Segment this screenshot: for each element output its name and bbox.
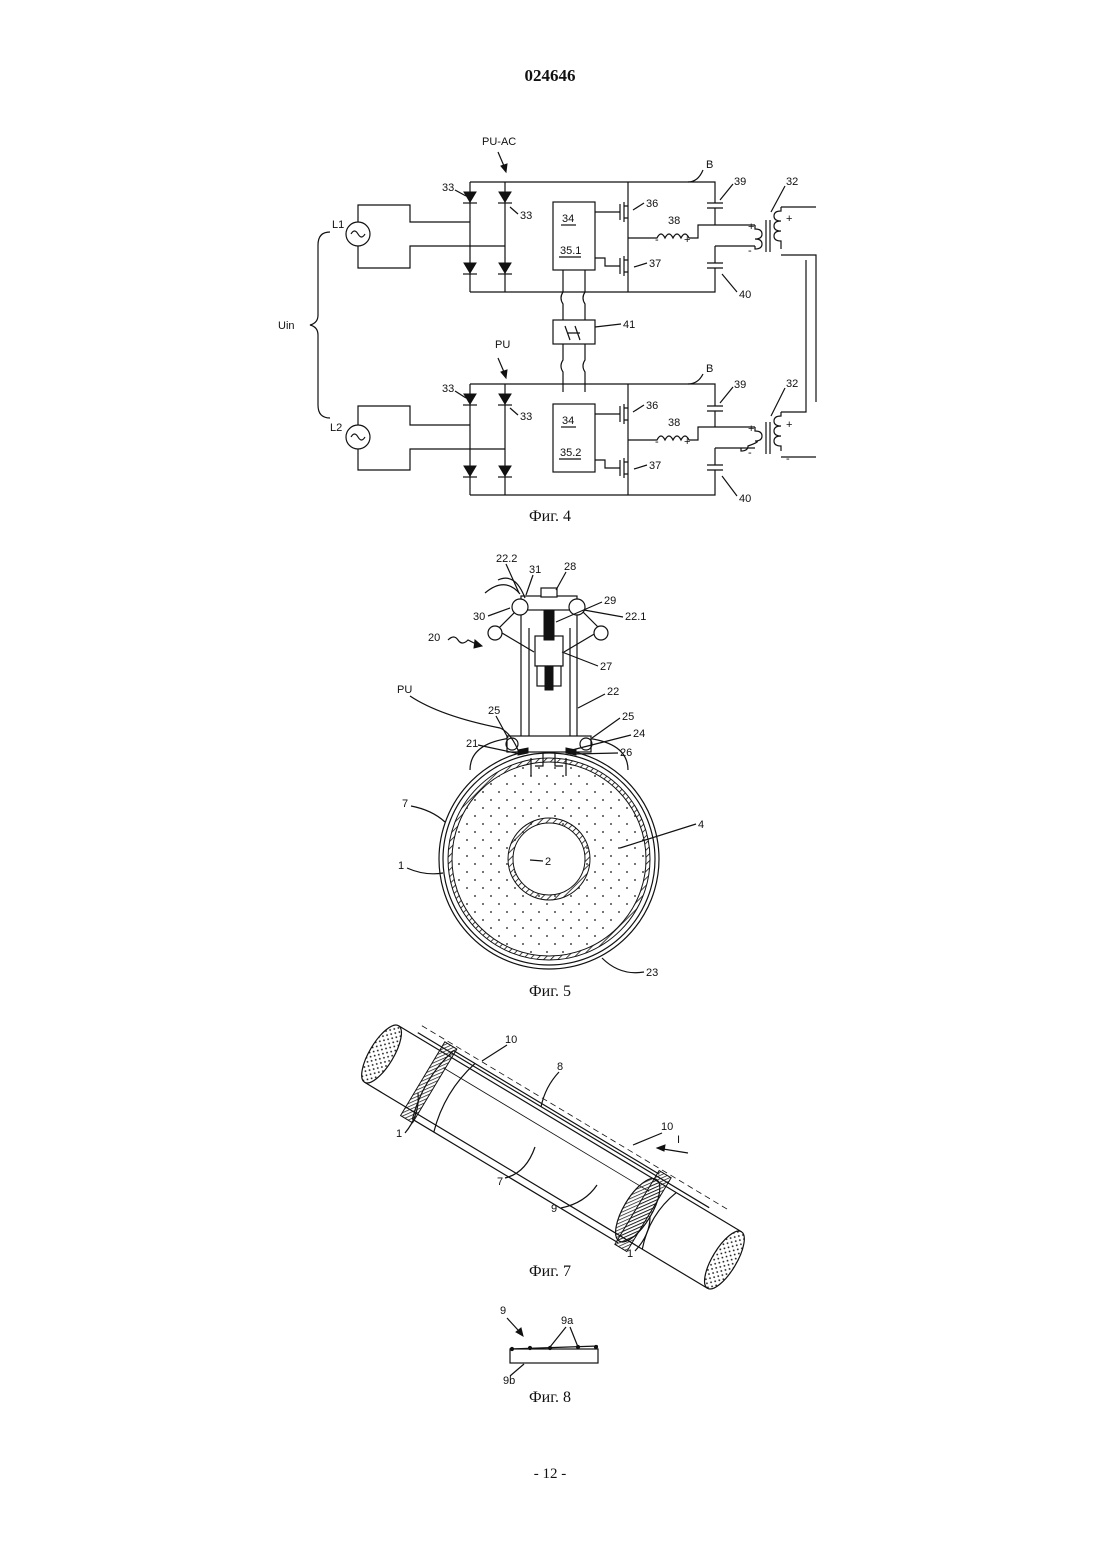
n20-label: 20: [428, 632, 440, 644]
tr-minus-2: -: [786, 249, 790, 261]
d33-label-c: 33: [442, 383, 454, 395]
n1-label-7a: 1: [396, 1128, 402, 1140]
n1-label-5: 1: [398, 860, 404, 872]
figure-4-caption: Фиг. 4: [0, 508, 1100, 526]
page-number: - 12 -: [0, 1466, 1100, 1483]
figure-8-caption: Фиг. 8: [0, 1389, 1100, 1407]
n2-label: 2: [545, 856, 551, 868]
d33-label-a: 33: [442, 182, 454, 194]
l38-label: 38: [668, 215, 680, 227]
strip-body: [510, 1349, 598, 1363]
n4-label: 4: [698, 819, 704, 831]
tr-plus-4: +: [786, 419, 792, 431]
figure-8-strip: 9 9a 9b: [0, 1300, 1100, 1390]
n23-label: 23: [646, 967, 658, 979]
n1-label-7b: 1: [627, 1248, 633, 1260]
l2-label: L2: [330, 422, 342, 434]
n25-label-a: 25: [488, 705, 500, 717]
c40-label-b: 40: [739, 493, 751, 505]
c40-label: 40: [739, 289, 751, 301]
document-number: 024646: [0, 66, 1100, 86]
n26-label: 26: [620, 747, 632, 759]
n22-label: 22: [607, 686, 619, 698]
figure-5-cross-section: 2 22.2 31 28 29 22.1 30 20 27 PU 22 25 2…: [0, 548, 1100, 988]
n9b-label: 9b: [503, 1375, 515, 1387]
tr32-label-b: 32: [786, 378, 798, 390]
l38-minus-b: -: [655, 436, 659, 448]
n8-label: 8: [557, 1061, 563, 1073]
block-34-label-b: 34: [562, 415, 574, 427]
tr32-label: 32: [786, 176, 798, 188]
b-top-label: B: [706, 159, 713, 171]
n10-label-b: 10: [661, 1121, 673, 1133]
n10-label-a: 10: [505, 1034, 517, 1046]
band-10-left: [401, 1042, 457, 1123]
figure-7-caption: Фиг. 7: [0, 1263, 1100, 1281]
b-bottom-label: B: [706, 363, 713, 375]
unit-pu-ac: PU-AC B L1 33 33 34 35.1 36 37: [332, 136, 816, 402]
n24-label: 24: [633, 728, 645, 740]
tr-plus-2: +: [786, 213, 792, 225]
pu-ac-label: PU-AC: [482, 136, 516, 148]
uin-label: Uin: [278, 320, 295, 332]
n9-label-7: 9: [551, 1203, 557, 1215]
n30-label: 30: [473, 611, 485, 623]
n9-label-8: 9: [500, 1305, 506, 1317]
n28-label: 28: [564, 561, 576, 573]
pipe-end-left: [354, 1020, 409, 1089]
i-label: I: [677, 1134, 680, 1146]
l38-plus: +: [684, 234, 690, 246]
figure-4-circuit-diagram: Uin PU-AC B L1 33 33 34 35.1 36: [0, 130, 1100, 510]
n9a-label: 9a: [561, 1315, 574, 1327]
n21-label: 21: [466, 738, 478, 750]
tr-minus-1: -: [748, 245, 752, 257]
t37-label: 37: [649, 258, 661, 270]
l1-label: L1: [332, 219, 344, 231]
link41-label: 41: [623, 319, 635, 331]
figure-7-pipe-perspective: 10 8 10 I 1 7 9 1: [0, 1025, 1100, 1265]
tr-minus-4: -: [786, 453, 790, 465]
pu-label: PU: [495, 339, 510, 351]
t37-label-b: 37: [649, 460, 661, 472]
n29-label: 29: [604, 595, 616, 607]
n27-label: 27: [600, 661, 612, 673]
n31-label: 31: [529, 564, 541, 576]
n7-label-5: 7: [402, 798, 408, 810]
n221-label: 22.1: [625, 611, 646, 623]
t36-label: 36: [646, 198, 658, 210]
l38-plus-b: +: [684, 436, 690, 448]
l38-label-b: 38: [668, 417, 680, 429]
figure-5-caption: Фиг. 5: [0, 983, 1100, 1001]
n25-label-b: 25: [622, 711, 634, 723]
t36-label-b: 36: [646, 400, 658, 412]
tr-plus-3: +: [748, 423, 754, 435]
n222-label: 22.2: [496, 553, 517, 565]
link-41: 41: [553, 270, 635, 392]
pu-label-5: PU: [397, 684, 412, 696]
block-351-label: 35.1: [560, 245, 581, 257]
c39-label-b: 39: [734, 379, 746, 391]
block-34-label: 34: [562, 213, 574, 225]
d33-label-b: 33: [520, 210, 532, 222]
c39-label: 39: [734, 176, 746, 188]
tr-plus-1: +: [748, 221, 754, 233]
tr-minus-3: -: [748, 447, 752, 459]
l38-minus: -: [655, 234, 659, 246]
pipe-end-right: [697, 1226, 752, 1295]
block-352-label: 35.2: [560, 447, 581, 459]
n7-label-7: 7: [497, 1176, 503, 1188]
d33-label-d: 33: [520, 411, 532, 423]
